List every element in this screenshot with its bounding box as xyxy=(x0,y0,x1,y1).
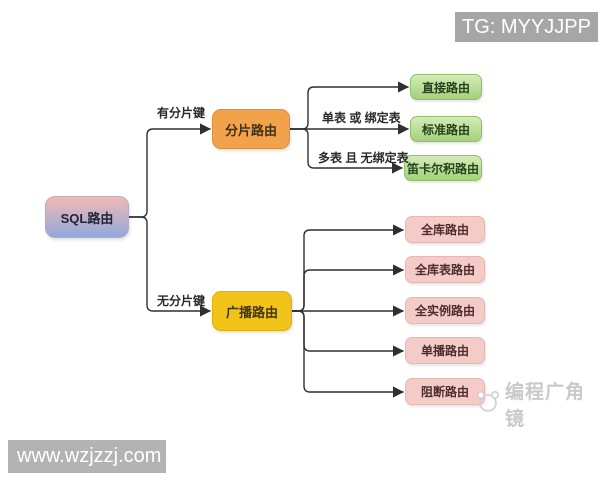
edge-label-single-or-binding-table: 单表 或 绑定表 xyxy=(322,111,401,125)
node-block-route: 阻断路由 xyxy=(405,378,485,405)
node-sharding-route: 分片路由 xyxy=(212,109,290,149)
edge-broadcast-to-unicast xyxy=(291,310,405,357)
node-all-instance-route: 全实例路由 xyxy=(405,297,485,324)
channel-watermark: 编程广角镜 xyxy=(474,377,600,431)
node-all-db-route: 全库路由 xyxy=(405,216,485,243)
node-direct-route: 直接路由 xyxy=(410,74,482,100)
edge-broadcast-to-block xyxy=(291,310,405,398)
edge-label-has-sharding-key: 有分片键 xyxy=(157,106,206,120)
site-watermark-badge: www.wzjzzj.com xyxy=(8,440,166,473)
tg-watermark-badge: TG: MYYJJPP xyxy=(455,12,598,42)
node-unicast-route: 单播路由 xyxy=(405,337,485,364)
edge-label-no-sharding-key: 无分片键 xyxy=(157,294,206,308)
node-cartesian-route: 笛卡尔积路由 xyxy=(404,155,482,181)
edge-sql-to-sharding xyxy=(128,123,212,218)
node-sql-route: SQL路由 xyxy=(45,196,129,238)
node-standard-route: 标准路由 xyxy=(410,116,482,142)
edge-sharding-to-cartesian xyxy=(289,128,404,174)
channel-watermark-text: 编程广角镜 xyxy=(505,382,586,430)
edge-sql-to-broadcast xyxy=(128,216,212,317)
edge-broadcast-to-alldbtable xyxy=(291,264,405,312)
node-all-db-table-route: 全库表路由 xyxy=(405,256,485,283)
node-broadcast-route: 广播路由 xyxy=(212,291,292,331)
edge-label-multi-no-binding-table: 多表 且 无绑定表 xyxy=(318,151,409,165)
panda-logo-icon xyxy=(474,388,502,420)
